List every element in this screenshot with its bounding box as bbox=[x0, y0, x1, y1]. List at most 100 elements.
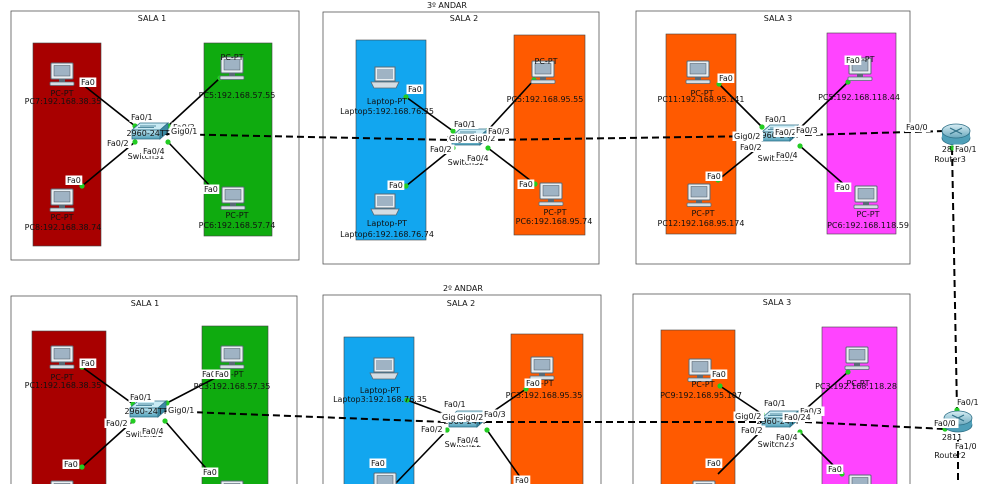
port-label: Fa0 bbox=[62, 459, 80, 469]
pc-icon[interactable] bbox=[220, 186, 246, 210]
port-label-bg bbox=[104, 418, 131, 428]
device-model-label: Laptop-PT bbox=[367, 219, 407, 228]
port-label-text: Fa0/1 bbox=[764, 399, 786, 408]
port-label: Fa0/1 bbox=[128, 392, 155, 402]
port-label-text: Fa0 bbox=[707, 172, 721, 181]
port-label-bg bbox=[739, 425, 766, 435]
floor-label: 3º ANDAR bbox=[427, 1, 467, 10]
room-title: SALA 3 bbox=[764, 14, 792, 23]
port-label: Fa0/3 bbox=[794, 125, 821, 135]
port-label-text: Fa0/2 bbox=[741, 426, 763, 435]
pc-icon[interactable] bbox=[844, 346, 870, 370]
access-link bbox=[81, 83, 136, 127]
port-label-text: Fa0 bbox=[81, 78, 95, 87]
device-model-label: PC-PT bbox=[534, 57, 557, 66]
port-label: Fa0/24 bbox=[773, 127, 805, 137]
laptop-icon[interactable] bbox=[369, 357, 399, 380]
pc-icon[interactable] bbox=[853, 185, 879, 209]
port-label-text: Fa0 bbox=[64, 460, 78, 469]
port-label: Gig0 bbox=[447, 133, 469, 143]
port-label-bg bbox=[440, 412, 462, 422]
trunk-link bbox=[486, 135, 761, 141]
device-label: Laptop3:192.168.76.35 bbox=[333, 395, 427, 404]
port-label-text: Fa0/1 bbox=[131, 113, 153, 122]
pc-icon[interactable] bbox=[687, 358, 713, 382]
pc-icon[interactable] bbox=[49, 188, 75, 212]
port-label-bg bbox=[169, 126, 201, 136]
access-link bbox=[717, 429, 763, 475]
port-label-bg bbox=[428, 144, 455, 154]
access-link bbox=[164, 420, 212, 475]
port-label: Fa0/3 bbox=[486, 126, 513, 136]
port-label: Fa0/4 bbox=[465, 153, 492, 163]
pc-icon[interactable] bbox=[49, 345, 75, 369]
port-dot bbox=[404, 397, 410, 403]
port-label-text: Fa0 bbox=[389, 181, 403, 190]
port-label-bg bbox=[79, 77, 97, 87]
port-dot bbox=[132, 139, 138, 145]
room-title: SALA 3 bbox=[763, 298, 791, 307]
port-dot bbox=[444, 427, 450, 433]
port-label-bg bbox=[705, 458, 723, 468]
port-label: Fa0 bbox=[202, 184, 220, 194]
access-link bbox=[167, 77, 221, 127]
port-label-text: Fa0/2 bbox=[106, 419, 128, 428]
port-label-bg bbox=[953, 144, 980, 154]
port-label: Fa0/1 bbox=[762, 398, 789, 408]
device-label: Laptop6:192.168.76.74 bbox=[340, 230, 434, 239]
port-label-text: Fa0/4 bbox=[467, 154, 489, 163]
access-link bbox=[719, 385, 763, 415]
device-label: PC3:192.168.118.28 bbox=[815, 382, 897, 391]
port-label-bg bbox=[452, 119, 479, 129]
port-label-text: Fa0 bbox=[707, 459, 721, 468]
port-label-bg bbox=[447, 133, 469, 143]
pc-icon[interactable] bbox=[372, 472, 398, 484]
port-label-bg bbox=[141, 146, 168, 156]
pc-icon[interactable] bbox=[219, 345, 245, 369]
port-dot bbox=[403, 94, 409, 100]
port-label-bg bbox=[129, 112, 156, 122]
port-label: Fa0 bbox=[524, 378, 542, 388]
port-label-text: Fa0 bbox=[408, 85, 422, 94]
port-label-bg bbox=[733, 411, 765, 421]
port-dot bbox=[450, 128, 456, 134]
room-box bbox=[10, 295, 298, 484]
access-link bbox=[405, 96, 454, 132]
port-label-bg bbox=[717, 73, 735, 83]
pc-icon[interactable] bbox=[685, 60, 711, 84]
router-model-label: 2811 bbox=[942, 433, 962, 442]
port-label-bg bbox=[140, 426, 167, 436]
floor-label: 2º ANDAR bbox=[443, 284, 483, 293]
pc-icon[interactable] bbox=[538, 182, 564, 206]
port-label-bg bbox=[166, 405, 198, 415]
port-dot bbox=[485, 145, 491, 151]
port-label-bg bbox=[834, 182, 852, 192]
port-label-text: Gig0 bbox=[442, 413, 461, 422]
room-box bbox=[322, 294, 602, 484]
port-label-text: Gig0/2 bbox=[469, 134, 495, 143]
port-label: Gig0 bbox=[440, 412, 462, 422]
port-label: Fa0/2 bbox=[428, 144, 455, 154]
device-label: PC8:192.168.38.74 bbox=[25, 223, 102, 232]
laptop-icon[interactable] bbox=[370, 193, 400, 216]
router-icon[interactable] bbox=[941, 123, 971, 146]
room-box bbox=[10, 10, 300, 261]
pc-icon[interactable] bbox=[529, 356, 555, 380]
pc-icon[interactable] bbox=[847, 474, 873, 484]
pc-icon[interactable] bbox=[49, 62, 75, 86]
access-link bbox=[81, 141, 136, 187]
port-label-text: Fa0 bbox=[526, 379, 540, 388]
device-model-label: PC-PT bbox=[530, 379, 553, 388]
port-label-text: Fa0 bbox=[81, 359, 95, 368]
port-label-bg bbox=[419, 424, 446, 434]
pc-icon[interactable] bbox=[686, 183, 712, 207]
port-label: Fa0/4 bbox=[455, 435, 482, 445]
laptop-icon[interactable] bbox=[370, 66, 400, 89]
port-label: Fa0 bbox=[705, 458, 723, 468]
port-label-bg bbox=[465, 153, 492, 163]
port-label-text: Fa0 bbox=[67, 176, 81, 185]
device-model-label: PC-PT bbox=[846, 379, 869, 388]
port-label-bg bbox=[826, 464, 844, 474]
device-label: PC5:192.168.57.55 bbox=[199, 91, 276, 100]
device-model-label: PC-PT bbox=[851, 55, 874, 64]
